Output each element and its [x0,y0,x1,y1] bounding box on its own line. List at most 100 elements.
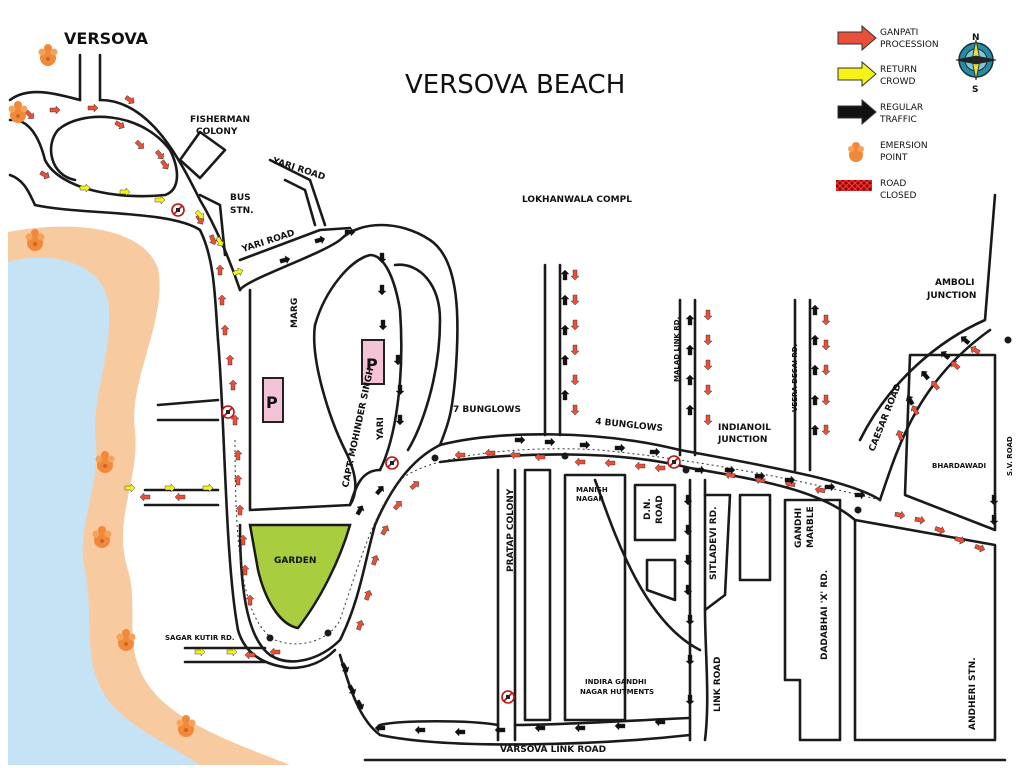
procession-arrow-45 [570,269,580,281]
bus-stn-label-2: STN. [230,206,254,216]
traffic-arrow-46 [534,723,546,733]
traffic-arrow-59 [685,694,695,706]
ganesha-icon-4 [92,526,112,548]
traffic-arrow-51 [347,684,357,695]
traffic-arrow-45 [494,725,506,735]
procession-arrow-12 [217,294,227,306]
procession-arrow-31 [392,500,402,511]
return-arrow-0 [79,183,91,193]
road-closed-icon-1 [221,405,235,419]
traffic-arrow-21 [854,490,866,500]
legend-red-arrow-icon [837,24,877,52]
compass-south: S [972,85,978,95]
procession-arrow-48 [570,344,580,356]
traffic-arrow-43 [414,725,426,735]
traffic-arrow-0 [279,255,291,265]
procession-arrow-58 [821,364,831,376]
traffic-arrow-57 [685,614,695,626]
traffic-arrow-3 [377,252,387,264]
procession-arrow-61 [970,345,981,355]
veera-desai-label: VEERA DESAI RD. [791,344,799,412]
procession-arrow-15 [228,379,238,391]
procession-arrow-53 [703,359,713,371]
procession-arrow-10 [209,234,218,245]
traffic-arrow-39 [905,395,915,406]
procession-arrow-52 [703,334,713,346]
dadabhai-label: DADABHAI 'X' RD. [820,570,830,660]
legend-ganesha-icon [848,142,864,162]
seven-bunglows-label: 7 BUNGLOWS [453,405,521,415]
garden [248,523,352,630]
ganesha-icon-2 [25,229,45,251]
fisherman-colony-label-1: FISHERMAN [190,115,250,125]
return-arrow-3 [194,209,204,219]
traffic-arrow-14 [614,443,626,453]
procession-arrow-25 [244,650,256,660]
return-arrow-2 [154,195,166,205]
legend-traffic-line1: REGULAR [880,103,923,113]
traffic-arrow-37 [940,351,951,361]
procession-arrow-4 [134,139,144,149]
road-closed-icon-3 [667,455,681,469]
legend-procession-line1: GANPATI [880,28,918,38]
procession-arrow-17 [233,449,243,461]
manish-nagar-label-1: MANISH [576,486,608,494]
traffic-arrow-32 [810,334,820,346]
traffic-arrow-41 [989,514,999,526]
yari-label: YARI [376,417,386,441]
procession-arrow-19 [235,504,245,516]
traffic-arrow-4 [377,284,387,296]
procession-arrow-33 [454,450,466,460]
traffic-arrow-38 [921,370,931,381]
traffic-arrow-26 [560,389,570,401]
traffic-arrow-24 [560,324,570,336]
gandhi-marble-label-1: GANDHI [794,508,804,548]
traffic-arrow-7 [395,384,405,396]
traffic-arrow-11 [514,435,526,445]
sv-road-label: S.V. ROAD [1006,436,1014,476]
procession-arrow-28 [364,590,373,601]
bus-stn-label-1: BUS [230,193,251,203]
legend-closed-line1: ROAD [880,179,906,189]
traffic-arrow-27 [685,314,695,326]
procession-arrow-23 [139,492,151,502]
return-arrow-1 [119,187,131,197]
traffic-arrow-16 [694,465,706,475]
legend-closed-line2: CLOSED [880,191,916,201]
procession-arrow-44 [814,485,826,495]
traffic-arrow-54 [683,524,693,536]
pratap-colony-label: PRATAP COLONY [506,488,516,572]
procession-arrow-66 [894,510,906,520]
traffic-arrow-48 [614,721,626,731]
traffic-arrow-42 [374,723,386,733]
junction-dots [266,336,1012,642]
procession-arrow-20 [238,534,248,546]
procession-arrow-18 [233,474,243,486]
legend-return-line2: CROWD [880,77,916,87]
indira-gandhi-label-2: NAGAR HUTMENTS [580,688,654,696]
procession-arrow-65 [895,430,904,441]
compass-north: N [972,33,980,43]
indira-gandhi-label-1: INDIRA GANDHI [585,678,646,686]
procession-arrow-62 [950,361,961,371]
legend-road-closed-icon [836,180,872,191]
traffic-arrow-22 [560,269,570,281]
sagar-kutir-label: SAGAR KUTIR RD. [165,634,235,642]
legend-return-line1: RETURN [880,65,917,75]
traffic-arrow-10 [355,505,365,516]
garden-label: GARDEN [274,556,316,566]
traffic-arrow-31 [810,304,820,316]
dn-road-label-2: ROAD [655,495,665,524]
lokhandwala-label: LOKHANWALA COMPL [522,195,632,205]
traffic-arrow-35 [810,424,820,436]
gandhi-marble-label-2: MARBLE [806,506,816,548]
procession-arrow-8 [160,159,170,170]
procession-route [234,439,881,645]
malad-link-label: MALAD LINK RD. [673,317,681,382]
road-closed-markers [171,203,681,704]
procession-arrow-64 [910,405,920,416]
traffic-arrow-2 [344,227,356,237]
procession-arrow-9 [195,214,205,225]
procession-arrow-36 [534,452,546,462]
traffic-arrow-23 [560,294,570,306]
